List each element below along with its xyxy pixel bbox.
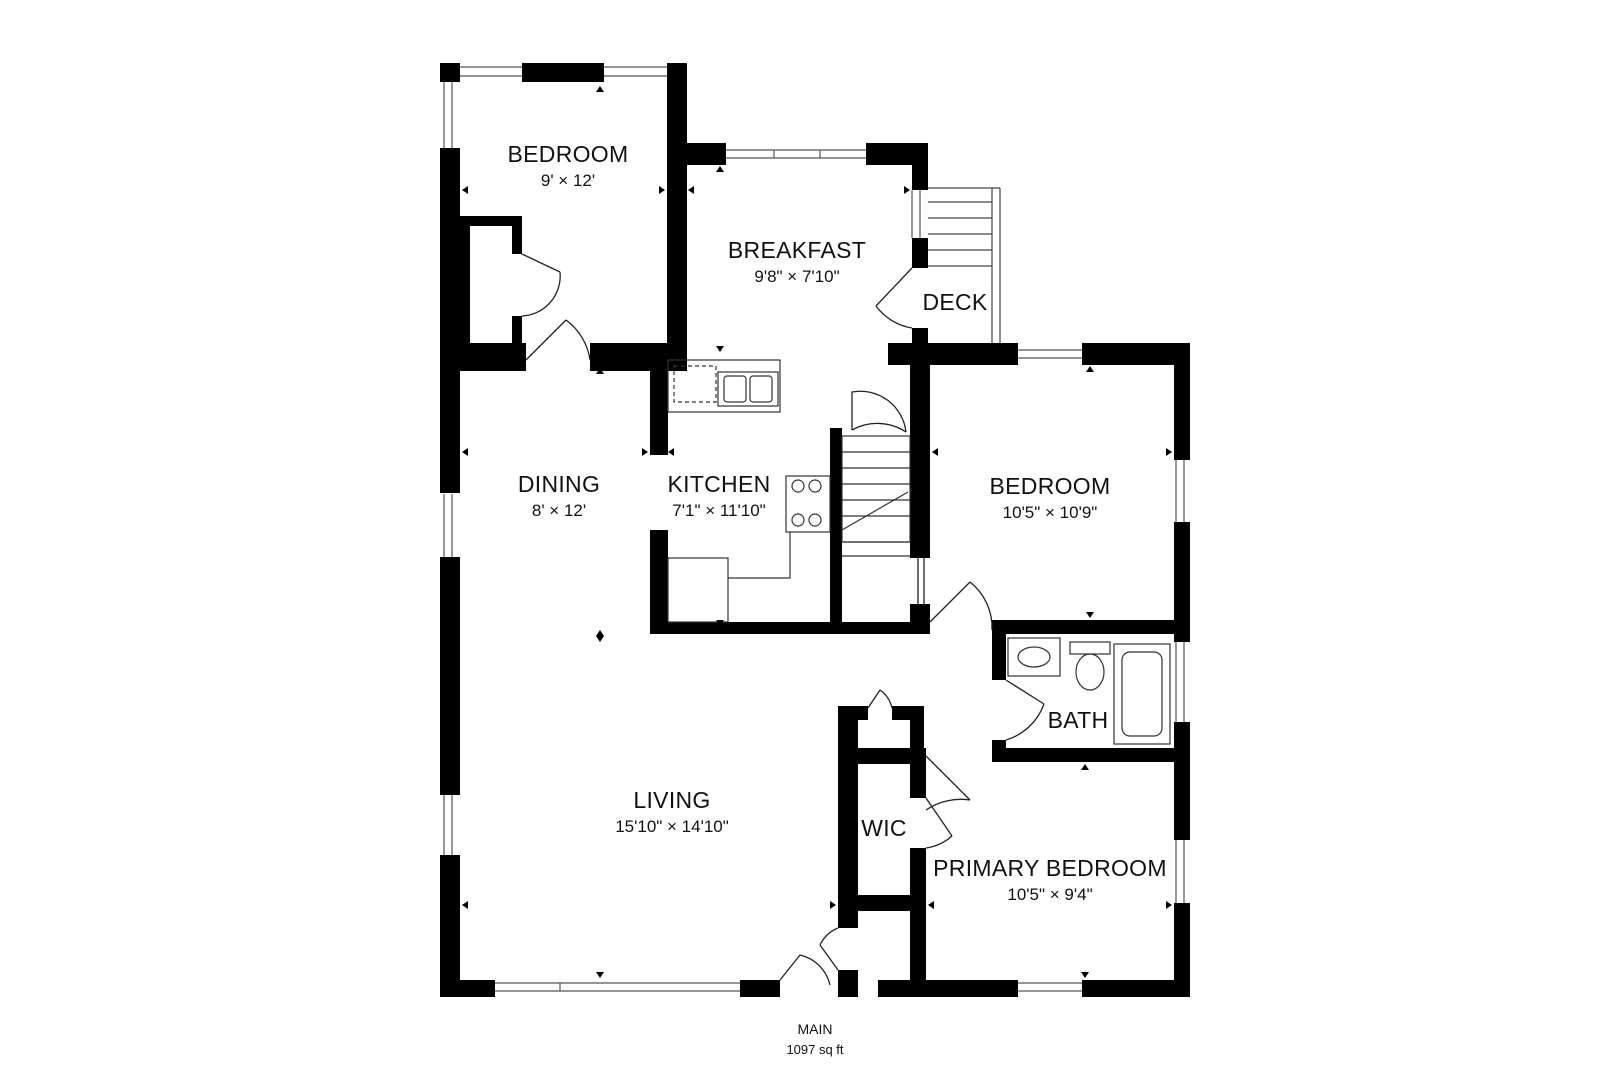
interior-stairs (841, 435, 911, 557)
window-icon (443, 66, 1185, 992)
floor-name: MAIN (798, 1021, 833, 1037)
room-dim-primary: 10'5" × 9'4" (1007, 885, 1092, 904)
room-name-primary: PRIMARY BEDROOM (933, 855, 1167, 881)
room-name-kitchen: KITCHEN (667, 471, 770, 497)
room-dim-bedroom-nw: 9' × 12' (541, 171, 595, 190)
room-name-wic: WIC (861, 815, 907, 841)
bathroom-sink (1007, 637, 1061, 677)
room-name-bedroom-nw: BEDROOM (508, 141, 629, 167)
kitchen-counter (667, 359, 831, 623)
room-name-deck: DECK (922, 289, 987, 315)
room-name-breakfast: BREAKFAST (728, 237, 866, 263)
room-dim-bedroom-e: 10'5" × 10'9" (1003, 503, 1098, 522)
room-name-bedroom-e: BEDROOM (990, 473, 1111, 499)
room-dim-dining: 8' × 12' (532, 501, 586, 520)
room-name-bath: BATH (1048, 707, 1109, 733)
room-dim-living: 15'10" × 14'10" (615, 817, 729, 836)
room-name-dining: DINING (518, 471, 600, 497)
bathtub-icon (1113, 643, 1171, 745)
stairs-icon (928, 201, 992, 267)
room-name-living: LIVING (633, 787, 710, 813)
sink-icon (717, 371, 779, 407)
room-dim-breakfast: 9'8" × 7'10" (754, 267, 839, 286)
door-swing-icon (521, 253, 1045, 986)
stove-icon (791, 479, 822, 527)
room-dim-kitchen: 7'1" × 11'10" (672, 501, 765, 520)
toilet-icon (1069, 641, 1111, 691)
walls (440, 63, 1190, 997)
floor-area: 1097 sq ft (786, 1042, 843, 1057)
dimension-marker-icon (462, 86, 1172, 978)
